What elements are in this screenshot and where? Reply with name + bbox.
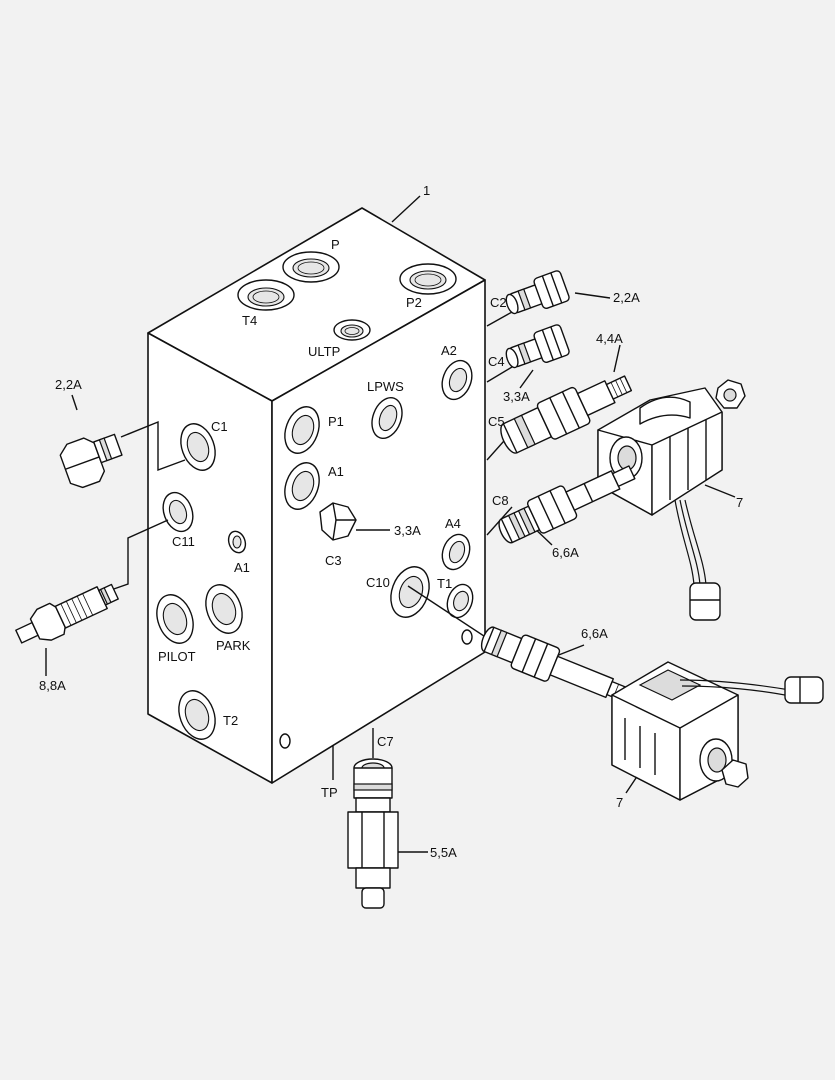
port-T2 bbox=[178, 690, 216, 740]
label-port-P2: P2 bbox=[406, 295, 422, 310]
callout-coil-lower: 7 bbox=[616, 795, 623, 810]
port-C1 bbox=[180, 423, 216, 471]
left-face-ports bbox=[156, 423, 247, 740]
port-A1-front bbox=[284, 462, 320, 510]
valve-c10 bbox=[480, 626, 637, 705]
callout-valve-c8: 6,6A bbox=[552, 545, 579, 560]
valve-c7 bbox=[347, 758, 399, 909]
port-A1-side bbox=[227, 530, 247, 554]
port-C10 bbox=[390, 566, 430, 618]
callout-manifold: 1 bbox=[423, 183, 430, 198]
label-port-T1: T1 bbox=[437, 576, 452, 591]
label-port-P1: P1 bbox=[328, 414, 344, 429]
label-port-A2: A2 bbox=[441, 343, 457, 358]
label-port-PARK: PARK bbox=[216, 638, 251, 653]
port-ULTP bbox=[333, 319, 371, 341]
valve-c11 bbox=[15, 583, 119, 644]
top-ports bbox=[237, 251, 457, 341]
label-port-C4: C4 bbox=[488, 354, 505, 369]
labels: 1 P T4 P2 ULTP A2 LPWS P1 A1 C1 C11 A1 C… bbox=[39, 183, 743, 860]
label-port-T4: T4 bbox=[242, 313, 257, 328]
port-C11 bbox=[162, 491, 194, 533]
label-port-LPWS: LPWS bbox=[367, 379, 404, 394]
port-T4 bbox=[237, 279, 295, 311]
port-P bbox=[282, 251, 340, 283]
label-port-C2: C2 bbox=[490, 295, 507, 310]
label-port-C11: C11 bbox=[172, 534, 195, 549]
label-port-C1: C1 bbox=[211, 419, 228, 434]
plug-C3 bbox=[319, 502, 357, 541]
valve-c8 bbox=[498, 465, 636, 544]
callout-valve-c7: 5,5A bbox=[430, 845, 457, 860]
callout-plug-c3: 3,3A bbox=[394, 523, 421, 538]
port-P2 bbox=[399, 263, 457, 295]
callout-valve-c4: 3,3A bbox=[503, 389, 530, 404]
valve-c5 bbox=[500, 375, 633, 454]
fitting-left bbox=[59, 433, 123, 489]
fitting-c2 bbox=[505, 270, 570, 315]
label-port-C8: C8 bbox=[492, 493, 509, 508]
port-LPWS bbox=[371, 396, 403, 440]
callout-valve-c5: 4,4A bbox=[596, 331, 623, 346]
label-port-C3: C3 bbox=[325, 553, 342, 568]
port-A2 bbox=[441, 359, 473, 401]
label-port-P: P bbox=[331, 237, 340, 252]
right-face-ports bbox=[279, 359, 474, 749]
solenoid-coil-lower bbox=[611, 661, 824, 801]
port-P1 bbox=[284, 406, 320, 454]
callout-fitting-left: 2,2A bbox=[55, 377, 82, 392]
callout-fitting-c2: 2,2A bbox=[613, 290, 640, 305]
callout-valve-c11: 8,8A bbox=[39, 678, 66, 693]
valve-c4 bbox=[505, 324, 570, 369]
label-port-PILOT: PILOT bbox=[158, 649, 196, 664]
port-PILOT bbox=[156, 594, 194, 644]
label-port-A1-front: A1 bbox=[328, 464, 344, 479]
port-A4 bbox=[441, 533, 471, 571]
label-port-TP: TP bbox=[321, 785, 338, 800]
callout-valve-c10: 6,6A bbox=[581, 626, 608, 641]
port-T1 bbox=[446, 583, 474, 619]
label-port-C5: C5 bbox=[488, 414, 505, 429]
solenoid-coil-upper bbox=[597, 379, 746, 621]
label-port-C7: C7 bbox=[377, 734, 394, 749]
callout-coil-upper: 7 bbox=[736, 495, 743, 510]
port-PARK bbox=[205, 584, 243, 634]
label-port-A1-side: A1 bbox=[234, 560, 250, 575]
manifold-block bbox=[147, 207, 486, 784]
label-port-T2: T2 bbox=[223, 713, 238, 728]
leader-lines bbox=[45, 195, 736, 853]
label-port-A4: A4 bbox=[445, 516, 461, 531]
label-port-ULTP: ULTP bbox=[308, 344, 340, 359]
label-port-C10: C10 bbox=[366, 575, 390, 590]
